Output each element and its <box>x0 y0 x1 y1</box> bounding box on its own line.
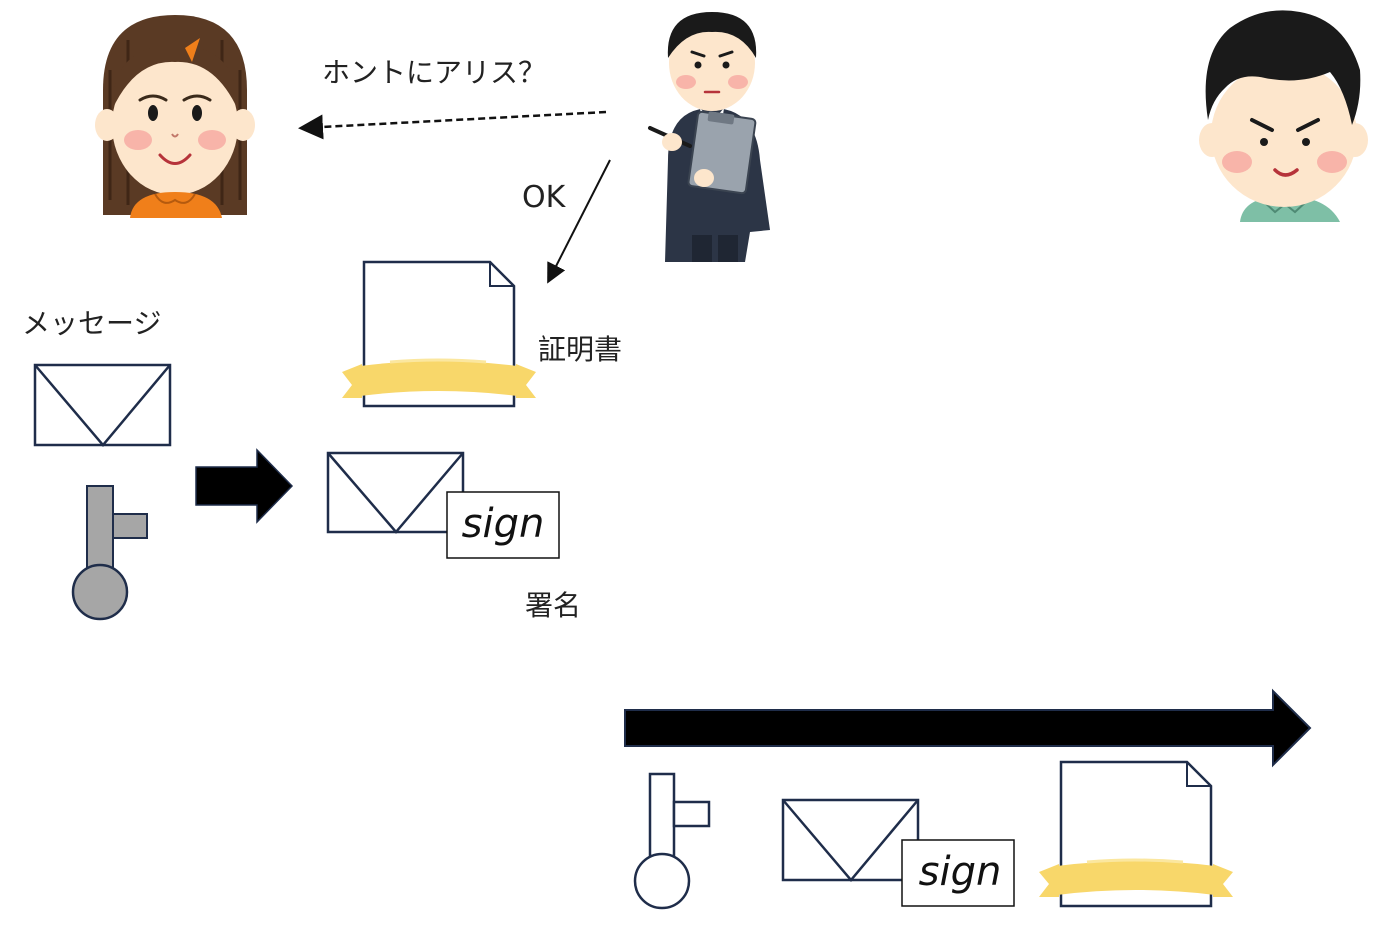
certificate-authority-avatar <box>648 12 770 262</box>
sent-signature-box: sign <box>901 839 1015 907</box>
sent-certificate-icon <box>1039 760 1233 908</box>
transmission-arrow <box>624 688 1312 768</box>
signature-label: 署名 <box>525 589 581 622</box>
query-dashed-arrow <box>298 110 607 140</box>
ok-label: OK <box>522 180 567 215</box>
signature-text-1: sign <box>462 501 545 547</box>
question-label: ホントにアリス？ <box>322 56 546 89</box>
sent-envelope-icon <box>781 798 920 882</box>
private-key-icon <box>71 485 148 621</box>
message-label: メッセージ <box>22 307 161 340</box>
certificate-icon <box>342 260 536 408</box>
public-key-icon <box>633 772 711 910</box>
message-envelope-icon <box>33 363 172 447</box>
signature-text-2: sign <box>919 849 1002 895</box>
ok-arrow <box>547 159 611 284</box>
bob-avatar <box>1199 10 1368 222</box>
signed-envelope-icon <box>326 451 465 534</box>
certificate-label: 証明書 <box>538 333 622 366</box>
signing-arrow <box>195 448 294 524</box>
signature-box: sign <box>446 491 560 559</box>
alice-avatar <box>95 15 255 218</box>
